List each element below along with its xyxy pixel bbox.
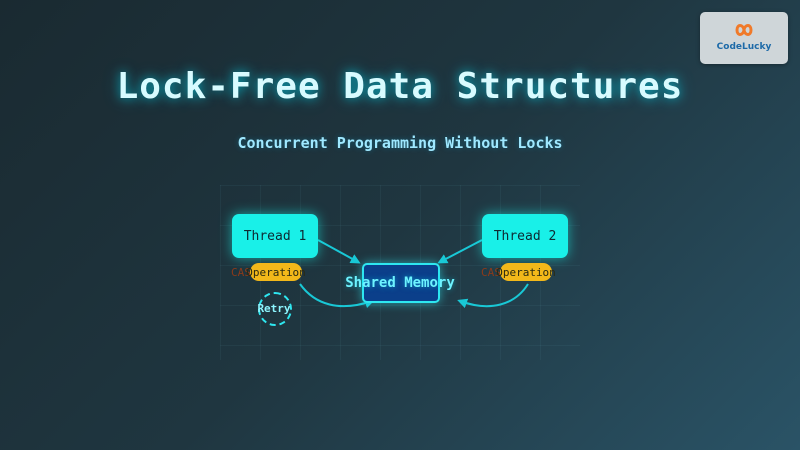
arrow-thread1-to-memory (317, 239, 361, 264)
shared-memory-label: Shared Memory (345, 275, 455, 291)
thread-1-box: Thread 1 (232, 214, 318, 258)
thread-2-box: Thread 2 (482, 214, 568, 258)
retry-label: Retry (257, 302, 291, 315)
page-title: Lock-Free Data Structures (116, 66, 684, 107)
cas-label-right: CAS (481, 266, 501, 279)
retry-loop-ring (258, 292, 292, 326)
infinity-logo-icon (735, 24, 753, 36)
arrow-cas2-to-memory (457, 283, 529, 309)
page-subtitle: Concurrent Programming Without Locks (237, 134, 563, 152)
logo-text: CodeLucky (716, 42, 772, 52)
cas-label-left: CAS (231, 266, 251, 279)
codelucky-logo: CodeLucky (700, 12, 788, 64)
cas-operation-left: Operation (246, 263, 306, 281)
arrow-thread2-to-memory (437, 239, 483, 264)
shared-memory-box (362, 263, 440, 303)
cas-operation-right: Operation (496, 263, 556, 281)
arrow-cas1-to-memory (299, 283, 375, 309)
